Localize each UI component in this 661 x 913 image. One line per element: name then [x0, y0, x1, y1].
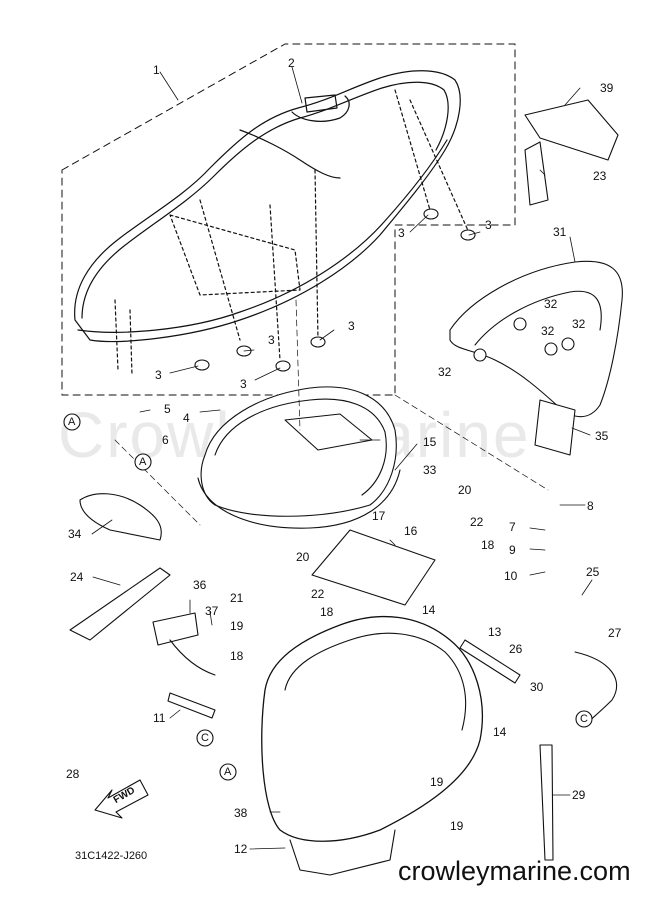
callout-label: 27: [608, 626, 622, 640]
callout-label: 32: [541, 324, 555, 338]
ref-letter: C: [201, 732, 209, 744]
callout-label: 19: [430, 775, 444, 789]
callout-label: 37: [205, 604, 219, 618]
callout-label: 1: [153, 63, 160, 77]
bracket-part-24: [69, 567, 171, 641]
callout-label: 29: [572, 788, 586, 802]
callout-label: 7: [509, 520, 516, 534]
callout-label: 26: [509, 642, 523, 656]
callout-label: 32: [438, 365, 452, 379]
seal-part-33: [197, 469, 401, 529]
callout-label: 14: [493, 725, 507, 739]
website-text: crowleymarine.com: [398, 856, 631, 886]
callout-label: 15: [423, 435, 437, 449]
callout-label: 31: [553, 225, 567, 239]
latch-part-35: [534, 399, 576, 456]
callout-label: 16: [404, 524, 418, 538]
seat-assembly-box: [61, 43, 516, 396]
callout-label: 10: [504, 569, 518, 583]
callout-label: 18: [230, 649, 244, 663]
seal-part-15: [200, 386, 397, 517]
leader-lines: [91, 66, 593, 850]
callout-label: 34: [68, 527, 82, 541]
callout-label: 22: [470, 515, 484, 529]
callout-label: 18: [320, 605, 334, 619]
callout-label: 20: [458, 483, 472, 497]
callout-label: 19: [230, 619, 244, 633]
hinge-part-34: [79, 493, 162, 541]
callout-label: 8: [587, 499, 594, 513]
callout-label: 3: [155, 368, 162, 382]
callout-label: 3: [398, 226, 405, 240]
storage-box-part: [261, 616, 483, 842]
seat-cover-part-31: [449, 260, 623, 418]
ref-letter: A: [68, 416, 76, 428]
callout-label: 9: [509, 543, 516, 557]
callout-label: 19: [450, 819, 464, 833]
callout-label: 3: [240, 377, 247, 391]
reference-circles: [63, 413, 593, 781]
cover-part-39: [524, 99, 619, 161]
ref-letter: C: [580, 713, 588, 725]
harness-part-36: [152, 612, 199, 646]
callout-label: 22: [311, 587, 325, 601]
callout-label: 3: [485, 218, 492, 232]
callout-label: 12: [234, 842, 248, 856]
callout-label: 21: [230, 591, 244, 605]
callout-label: 30: [530, 680, 544, 694]
rod-part-13: [459, 639, 521, 684]
callout-label: 4: [183, 411, 190, 425]
callout-label: 3: [268, 333, 275, 347]
rod-part-11: [167, 692, 216, 719]
seat-part: [74, 70, 471, 376]
callout-label: 3: [348, 319, 355, 333]
callout-label: 35: [595, 429, 609, 443]
callout-label: 38: [234, 806, 248, 820]
callout-label: 14: [422, 603, 436, 617]
strap-part-23: [524, 141, 549, 206]
cable-tie-part-29: [539, 744, 554, 861]
callout-label: 39: [600, 81, 614, 95]
callout-label: 25: [586, 565, 600, 579]
callout-label: 32: [572, 317, 586, 331]
bolt-part-32: [473, 317, 575, 362]
callout-label: 32: [544, 297, 558, 311]
callout-label: 2: [288, 56, 295, 70]
callout-label: 6: [162, 433, 169, 447]
callout-label: 11: [153, 711, 166, 725]
callout-label: 18: [481, 538, 495, 552]
callout-label: 24: [70, 570, 84, 584]
callout-label: 33: [423, 463, 437, 477]
callout-label: 36: [193, 578, 207, 592]
ref-letter: A: [139, 456, 147, 468]
ref-letter: A: [224, 766, 232, 778]
callout-label: 28: [66, 767, 80, 781]
diagram-code: 31C1422-J260: [75, 850, 148, 862]
guide-lines: [114, 299, 549, 526]
callout-label: 20: [296, 550, 310, 564]
callout-label: 23: [593, 169, 607, 183]
lid-part-16: [311, 529, 436, 606]
fwd-arrow: [94, 779, 149, 819]
callout-label: 5: [164, 402, 171, 416]
callout-label: 17: [372, 509, 386, 523]
callout-label: 13: [488, 625, 502, 639]
grommet-part: [194, 208, 476, 372]
